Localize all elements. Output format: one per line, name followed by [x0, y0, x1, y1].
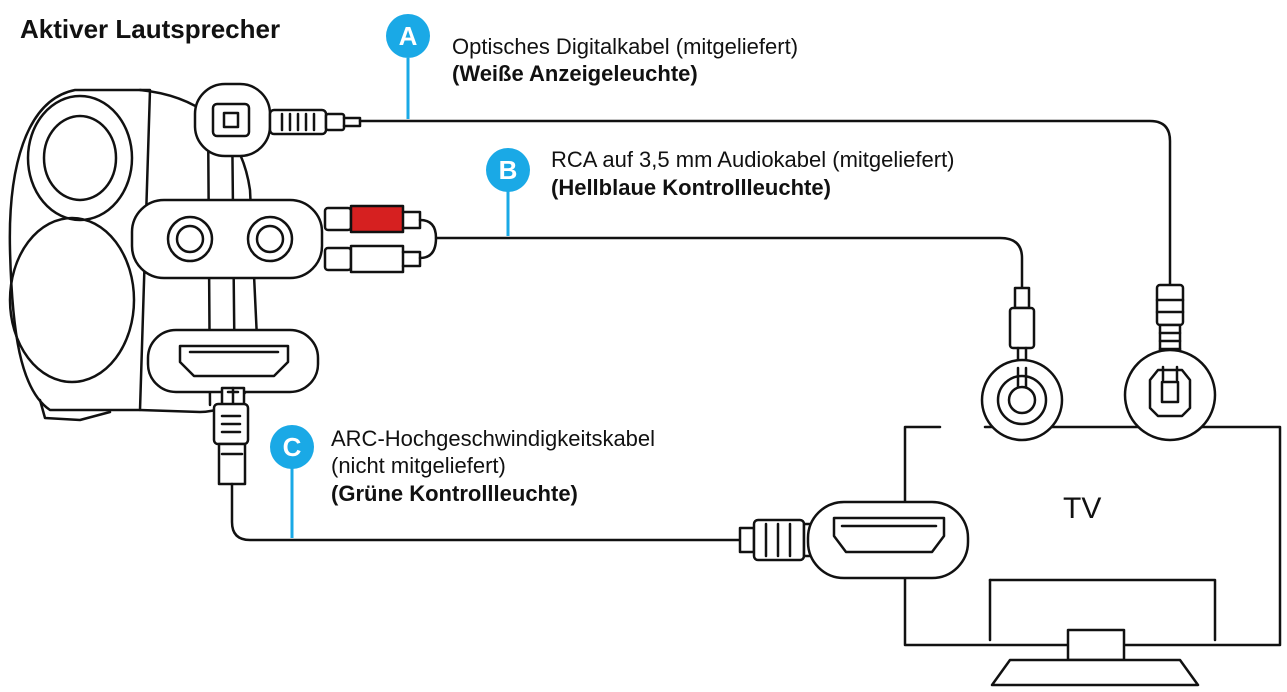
tv-label: TV	[1063, 492, 1102, 525]
tv-aux-port	[980, 358, 1064, 442]
tv-illustration	[903, 425, 1282, 687]
cable-b-indicator: (Hellblaue Kontrollleuchte)	[551, 175, 831, 200]
badge-a: A	[386, 14, 430, 58]
badge-b: B	[486, 148, 530, 192]
speaker-rca-panel	[130, 198, 324, 280]
cable-c-hdmi	[212, 386, 824, 562]
callout-lines	[290, 58, 510, 538]
page-title: Aktiver Lautsprecher	[20, 14, 281, 44]
cable-c-name: ARC-Hochgeschwindigkeitskabel	[331, 426, 656, 451]
cable-b-name: RCA auf 3,5 mm Audiokabel (mitgeliefert)	[551, 147, 955, 172]
speaker-optical-port	[193, 82, 272, 158]
speaker-hdmi-port	[146, 328, 320, 394]
cable-a-name: Optisches Digitalkabel (mitgeliefert)	[452, 34, 799, 59]
cable-c-note: (nicht mitgeliefert)	[331, 453, 506, 478]
cable-a-optical	[268, 108, 1185, 369]
cable-a-indicator: (Weiße Anzeigeleuchte)	[452, 61, 698, 86]
badge-c: C	[270, 425, 314, 469]
cable-c-indicator: (Grüne Kontrollleuchte)	[331, 481, 578, 506]
cable-b-rca	[323, 204, 1036, 370]
tv-optical-port	[1123, 348, 1217, 442]
tv-hdmi-port	[806, 500, 970, 580]
